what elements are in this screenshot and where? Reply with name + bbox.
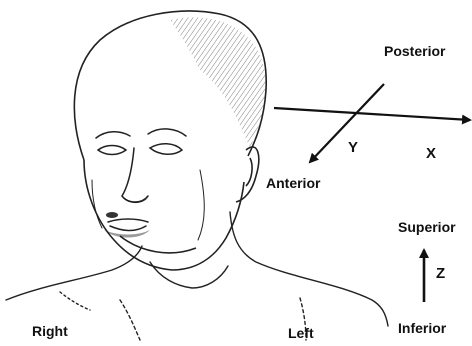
hair-shading xyxy=(170,17,266,148)
label-superior: Superior xyxy=(398,220,456,234)
label-left: Left xyxy=(288,326,314,340)
axis-label-y: Y xyxy=(348,140,358,155)
y-axis-arrow xyxy=(310,84,384,162)
axis-label-z: Z xyxy=(436,266,445,281)
label-anterior: Anterior xyxy=(266,176,320,190)
label-right: Right xyxy=(32,324,68,338)
x-axis-arrow xyxy=(274,108,470,120)
label-posterior: Posterior xyxy=(384,44,445,58)
shoulders-outline xyxy=(6,212,388,340)
label-inferior: Inferior xyxy=(398,321,446,335)
face-features xyxy=(92,129,204,240)
axis-label-x: X xyxy=(426,146,436,161)
face-shadows xyxy=(104,196,150,238)
